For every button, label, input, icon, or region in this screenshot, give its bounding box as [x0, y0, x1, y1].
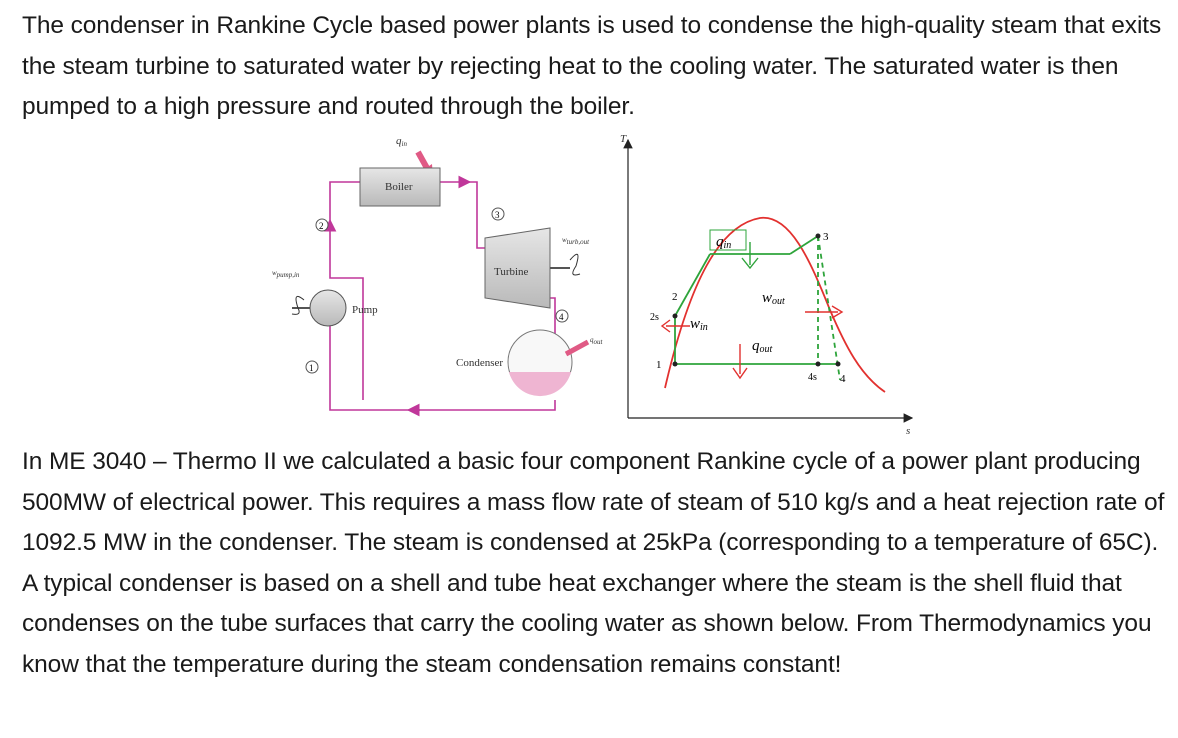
s-axis-label: s [906, 425, 910, 437]
state-1-label: 1 [309, 363, 314, 373]
w-out-arrow [805, 305, 844, 319]
point-4s [815, 361, 821, 367]
turbine-work-icon [569, 253, 581, 276]
pump-body [309, 289, 347, 327]
state-3-marker [491, 207, 505, 221]
boiler-label: Boiler [385, 181, 413, 193]
point-3 [815, 233, 821, 239]
pump-work-icon [291, 295, 305, 315]
ts-w-out-label: wout [762, 290, 785, 307]
point-2-label: 2 [672, 291, 678, 303]
q-out-label: qout [590, 336, 604, 346]
ts-q-out-label: qout [752, 338, 773, 355]
point-4-label: 4 [840, 373, 846, 385]
state-4-label: 4 [559, 312, 564, 322]
q-in-arrow [741, 242, 759, 270]
state-1-marker [305, 360, 319, 374]
w-turb-label: wturb,out [562, 236, 590, 246]
condenser-label: Condenser [456, 357, 503, 369]
state-2-label: 2 [319, 221, 324, 231]
state-4-marker [555, 309, 569, 323]
point-1 [672, 361, 678, 367]
q-in-label: qin [396, 135, 407, 148]
w-pump-label: wpump,in [272, 269, 300, 279]
condenser-liquid [509, 372, 571, 397]
heat-out-arrow [564, 339, 590, 357]
point-2s-label: 2s [650, 312, 659, 323]
q-out-arrow [732, 344, 748, 380]
ts-diagram: T s 1 2 2s 3 4s 4 qin wout wi [620, 133, 914, 437]
rankine-figure-svg: qin Boiler Turbine wturb,out Condenser q… [272, 133, 914, 437]
ts-w-in-label: win [690, 316, 708, 333]
point-2s [672, 313, 678, 319]
point-4 [835, 361, 841, 367]
point-3-label: 3 [823, 231, 829, 243]
t-axis-label: T [620, 133, 627, 145]
point-4s-label: 4s [808, 372, 817, 383]
turbine-body [484, 227, 551, 309]
w-in-arrow [660, 319, 690, 333]
q-in-box [709, 229, 747, 251]
cycle-lines [674, 235, 841, 381]
rankine-cycle-figure: qin Boiler Turbine wturb,out Condenser q… [270, 130, 920, 440]
power-plant-schematic: qin Boiler Turbine wturb,out Condenser q… [272, 135, 604, 417]
saturation-dome [664, 217, 886, 393]
pump-label: Pump [352, 304, 378, 316]
state-2-marker [315, 218, 329, 232]
boiler-box [359, 167, 441, 207]
turbine-label: Turbine [494, 266, 529, 278]
point-1-label: 1 [656, 359, 662, 371]
intro-paragraph: The condenser in Rankine Cycle based pow… [22, 12, 1162, 121]
state-3-label: 3 [495, 210, 500, 220]
body-paragraph: In ME 3040 – Thermo II we calculated a b… [22, 448, 1165, 678]
ts-q-in-label: qin [716, 234, 731, 251]
heat-in-arrow [415, 150, 431, 172]
pipe-loop [329, 181, 556, 411]
